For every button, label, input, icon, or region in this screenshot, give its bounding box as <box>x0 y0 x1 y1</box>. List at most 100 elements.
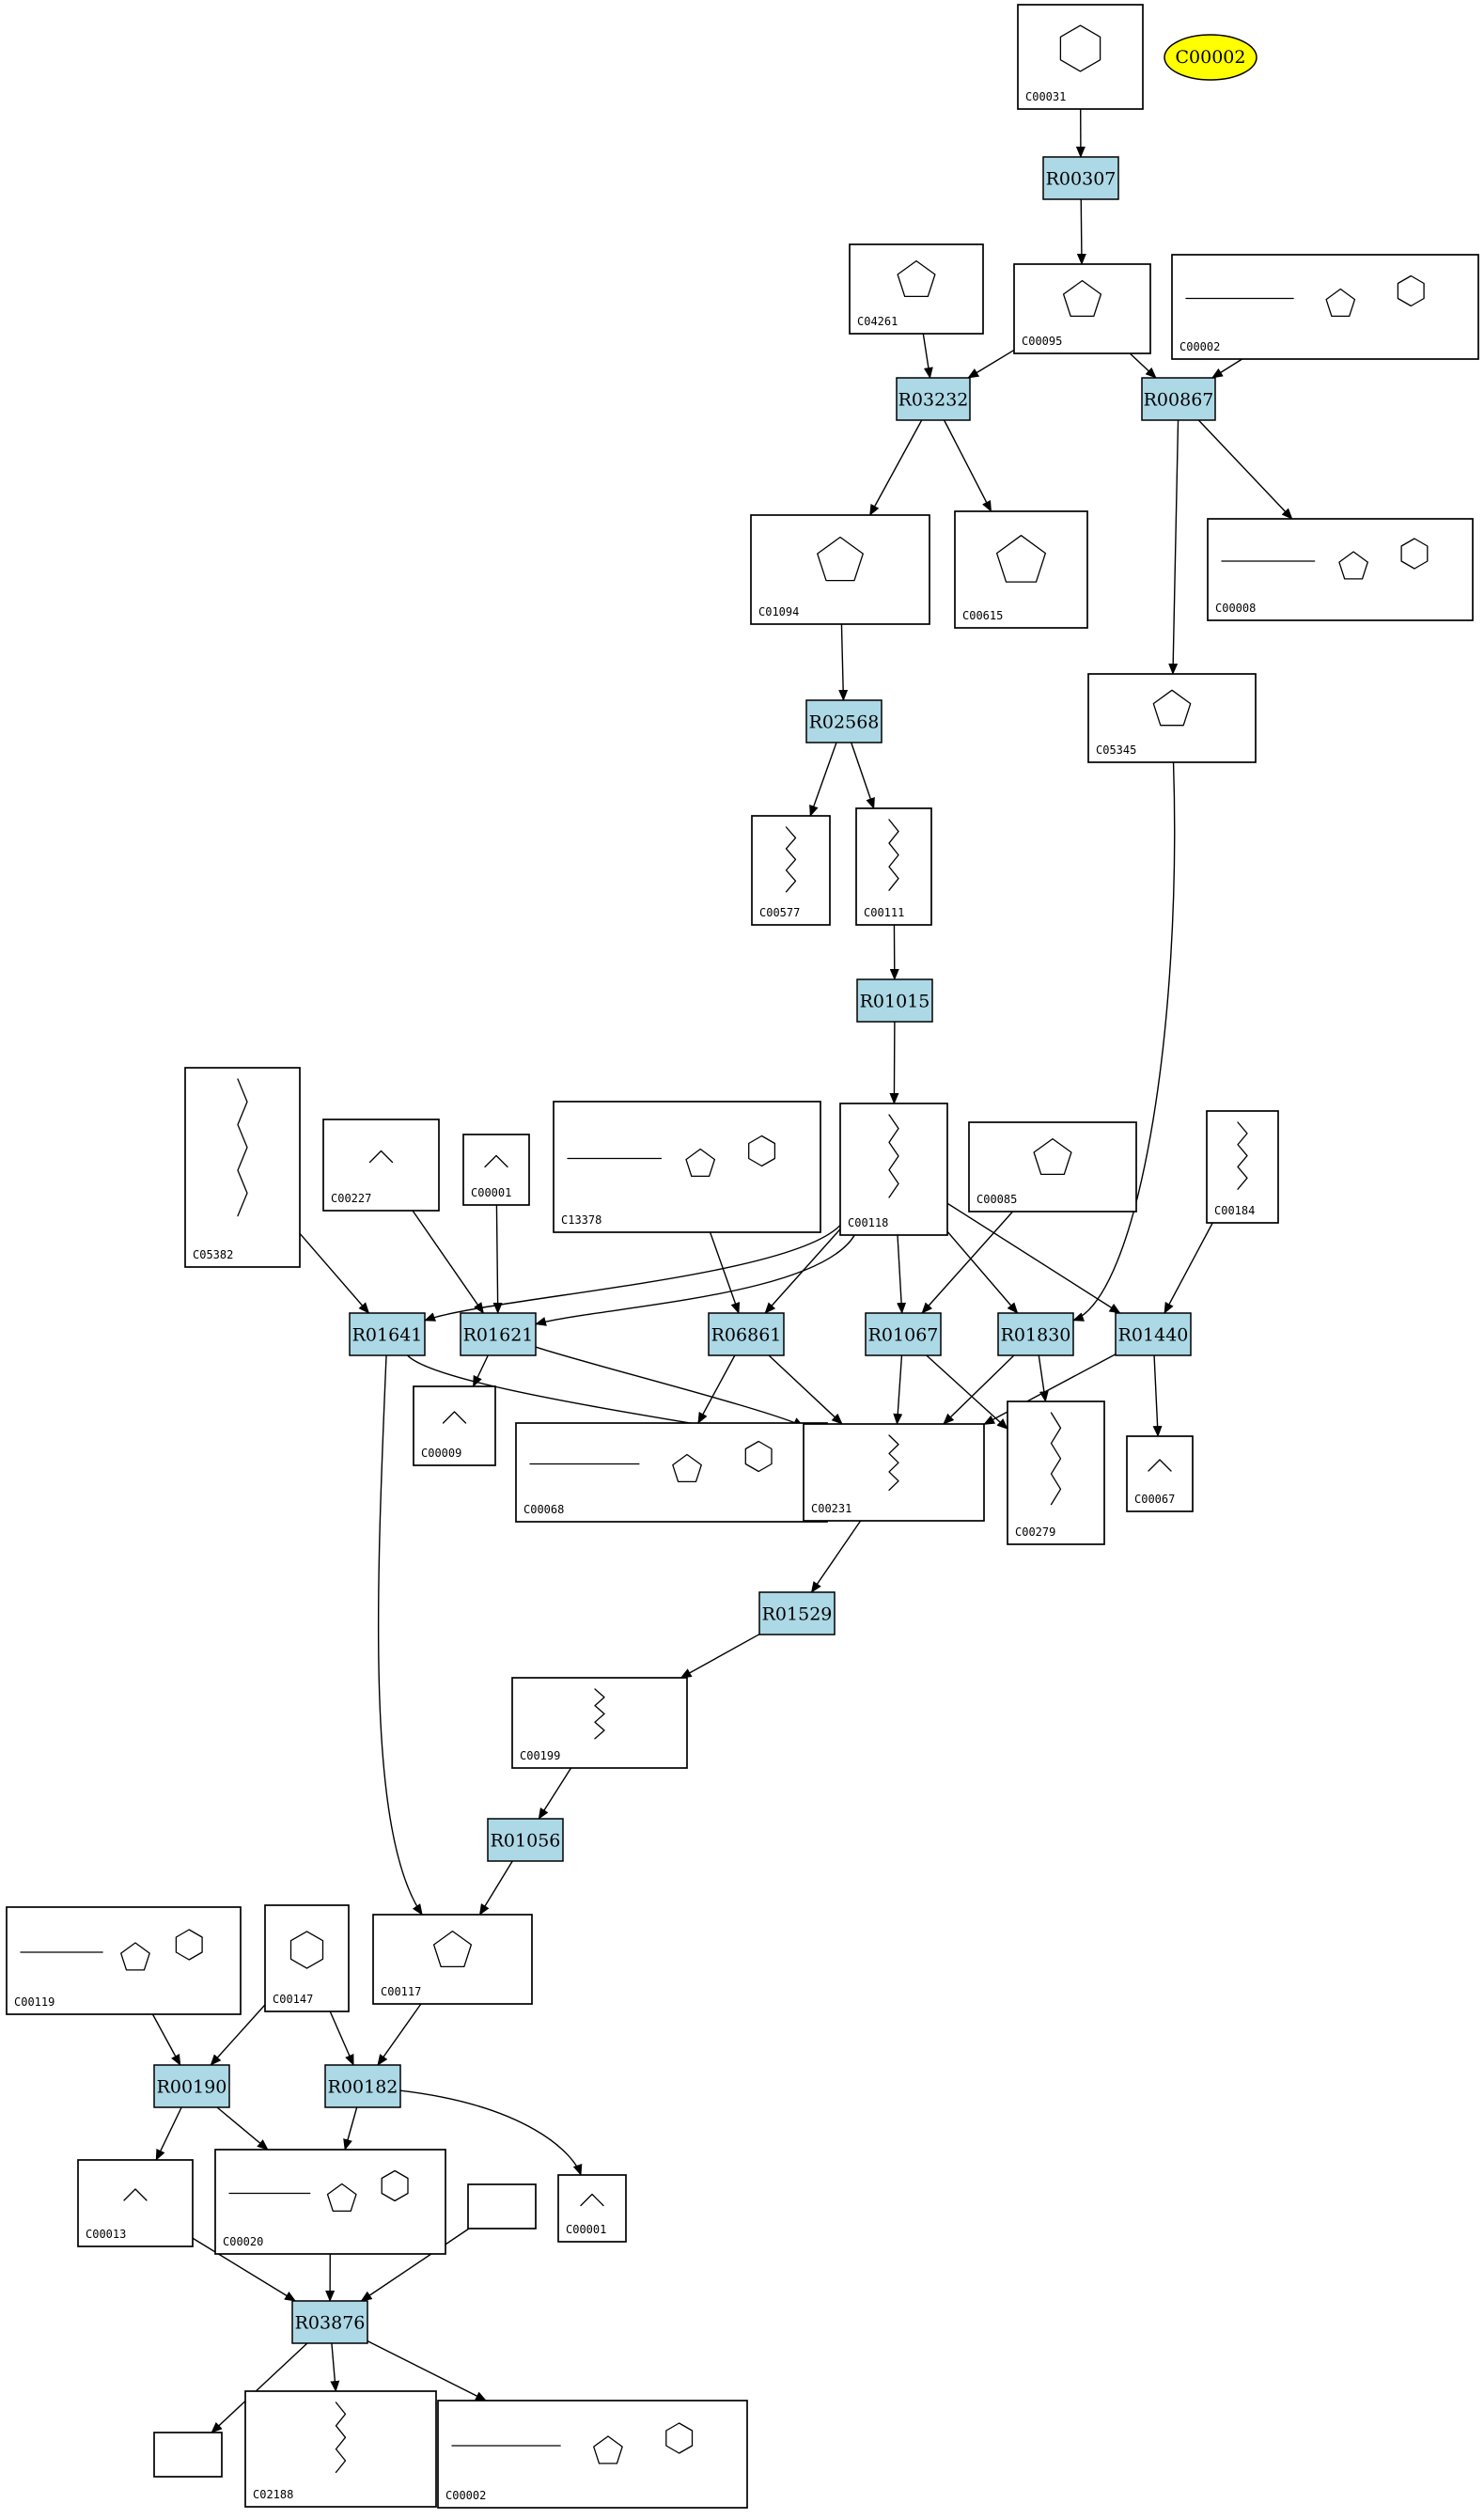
edge-R00182-to-C00020 <box>343 2106 358 2151</box>
compound-node-C05382[interactable]: C05382 <box>184 1067 301 1268</box>
structure-sketch-C00085 <box>1033 1137 1072 1176</box>
reaction-node-R03232[interactable]: R03232 <box>896 377 971 421</box>
compound-node-C00020[interactable]: C00020 <box>214 2149 446 2255</box>
compound-node-C00001b[interactable]: C00001 <box>557 2174 627 2243</box>
reaction-node-R01641[interactable]: R01641 <box>349 1312 426 1356</box>
reaction-node-R06861[interactable]: R06861 <box>708 1312 785 1356</box>
structure-sketch-C00095 <box>1062 279 1102 318</box>
reaction-id-label: R02568 <box>809 712 880 733</box>
compound-node-C00068[interactable]: C00068 <box>515 1422 828 1523</box>
compound-node-C02188[interactable]: C02188 <box>244 2390 437 2508</box>
compound-node-C00231[interactable]: C00231 <box>803 1423 985 1522</box>
reaction-node-R01067[interactable]: R01067 <box>865 1312 942 1356</box>
compound-node-C00227[interactable]: C00227 <box>322 1119 440 1212</box>
reaction-id-label: R00182 <box>328 2077 398 2098</box>
edge-C00013-to-R03876 <box>192 2237 297 2302</box>
structure-sketch-C05345 <box>1152 689 1192 727</box>
compound-node-C00147[interactable]: C00147 <box>264 1904 350 2012</box>
compound-node-C00118[interactable]: C00118 <box>839 1103 948 1236</box>
compound-node-C00002b[interactable]: C00002 <box>437 2400 748 2509</box>
structure-sketch-C04261 <box>897 259 936 298</box>
reaction-node-R01056[interactable]: R01056 <box>487 1818 564 1862</box>
structure-sketch-C00117 <box>432 1930 473 1968</box>
edge-C13378-to-R06861 <box>709 1231 741 1314</box>
compound-id-label: C01094 <box>758 605 799 618</box>
compound-id-label: C00008 <box>1215 602 1256 615</box>
structure-sketch-C00001a <box>484 1154 508 1168</box>
edge-C00118-to-R01440 <box>946 1202 1121 1314</box>
compound-id-label: C00199 <box>520 1749 560 1762</box>
compound-id-label: C00279 <box>1015 1525 1055 1539</box>
compound-node-C00199[interactable]: C00199 <box>511 1677 688 1769</box>
reaction-node-R00867[interactable]: R00867 <box>1141 377 1216 421</box>
reaction-node-R03876[interactable]: R03876 <box>291 2300 368 2344</box>
reaction-id-label: R01015 <box>860 992 930 1012</box>
reaction-node-R01440[interactable]: R01440 <box>1115 1312 1192 1356</box>
edge-blank1-to-R03876 <box>360 2228 470 2302</box>
reaction-node-R00182[interactable]: R00182 <box>324 2064 401 2108</box>
compound-id-label: C00227 <box>331 1192 371 1205</box>
reaction-id-label: R03876 <box>295 2313 366 2334</box>
structure-sketch-C00067 <box>1148 1459 1172 1472</box>
reaction-node-R01621[interactable]: R01621 <box>460 1312 537 1356</box>
edge-C01094-to-R02568 <box>838 623 849 701</box>
compound-node-C00279[interactable]: C00279 <box>1007 1400 1105 1545</box>
compound-node-C00067[interactable]: C00067 <box>1126 1435 1194 1512</box>
reaction-node-R01830[interactable]: R01830 <box>997 1312 1074 1356</box>
compound-id-label: C05382 <box>193 1248 233 1261</box>
compound-id-label: C00119 <box>14 1995 55 2009</box>
compound-node-C01094[interactable]: C01094 <box>750 514 930 625</box>
edge-C00119-to-R00190 <box>151 2013 181 2066</box>
edge-R00182-to-C00001b <box>399 2089 583 2176</box>
compound-node-C00008[interactable]: C00008 <box>1207 518 1474 621</box>
compound-id-label: C00095 <box>1022 335 1062 348</box>
compound-id-label: C00002 <box>1179 340 1220 353</box>
compound-node-blank2[interactable] <box>153 2432 223 2478</box>
compound-id-label: C00184 <box>1214 1204 1255 1217</box>
edge-R01440-to-C00067 <box>1152 1354 1163 1437</box>
compound-node-C00117[interactable]: C00117 <box>372 1914 533 2005</box>
compound-node-C00002a[interactable]: C00002 <box>1171 254 1479 360</box>
compound-node-C05345[interactable]: C05345 <box>1087 673 1257 763</box>
reaction-node-R00190[interactable]: R00190 <box>153 2064 230 2108</box>
compound-node-C04261[interactable]: C04261 <box>849 243 984 335</box>
reaction-node-R01015[interactable]: R01015 <box>856 978 933 1023</box>
compound-node-C00184[interactable]: C00184 <box>1206 1110 1279 1224</box>
highlight-compound-ellipse[interactable]: C00002 <box>1164 34 1257 81</box>
edge-C00085-to-R01067 <box>921 1211 1014 1314</box>
compound-node-C00615[interactable]: C00615 <box>954 510 1088 629</box>
compound-id-label: C00117 <box>381 1985 421 1998</box>
edge-C00117-to-R00182 <box>377 2003 422 2066</box>
compound-node-C00031[interactable]: C00031 <box>1017 4 1144 110</box>
reaction-id-label: R01440 <box>1118 1325 1189 1346</box>
structure-sketch-C00002b <box>451 2422 694 2464</box>
compound-node-C00095[interactable]: C00095 <box>1013 263 1151 354</box>
edge-C05382-to-R01641 <box>299 1232 370 1314</box>
reaction-node-R02568[interactable]: R02568 <box>805 699 883 743</box>
compound-node-C00009[interactable]: C00009 <box>413 1385 496 1466</box>
edge-R00190-to-C00020 <box>216 2106 269 2151</box>
edge-R03232-to-C00615 <box>943 419 992 512</box>
edge-C00147-to-R00182 <box>329 2011 354 2066</box>
compound-node-C00577[interactable]: C00577 <box>751 815 831 926</box>
structure-sketch-C02188 <box>335 2402 347 2474</box>
edge-R00190-to-C00013 <box>155 2106 182 2161</box>
edge-R02568-to-C00577 <box>809 742 837 817</box>
edge-R01529-to-C00199 <box>680 1634 760 1679</box>
structure-sketch-C00184 <box>1237 1121 1248 1190</box>
edge-C00231-to-R01529 <box>810 1520 862 1593</box>
reaction-node-R01529[interactable]: R01529 <box>758 1591 836 1635</box>
reaction-node-R00307[interactable]: R00307 <box>1042 156 1119 200</box>
edge-R01067-to-C00231 <box>893 1354 903 1425</box>
compound-node-blank1[interactable] <box>467 2183 537 2230</box>
compound-id-label: C00231 <box>811 1502 851 1515</box>
edge-layer <box>151 108 1293 2433</box>
compound-node-C00001a[interactable]: C00001 <box>462 1134 530 1206</box>
compound-node-C00085[interactable]: C00085 <box>968 1121 1137 1213</box>
compound-node-C00111[interactable]: C00111 <box>855 807 932 926</box>
compound-node-C13378[interactable]: C13378 <box>553 1101 821 1233</box>
compound-id-label: C02188 <box>253 2488 293 2501</box>
edge-C00001a-to-R01621 <box>492 1204 503 1314</box>
compound-node-C00013[interactable]: C00013 <box>77 2159 194 2247</box>
